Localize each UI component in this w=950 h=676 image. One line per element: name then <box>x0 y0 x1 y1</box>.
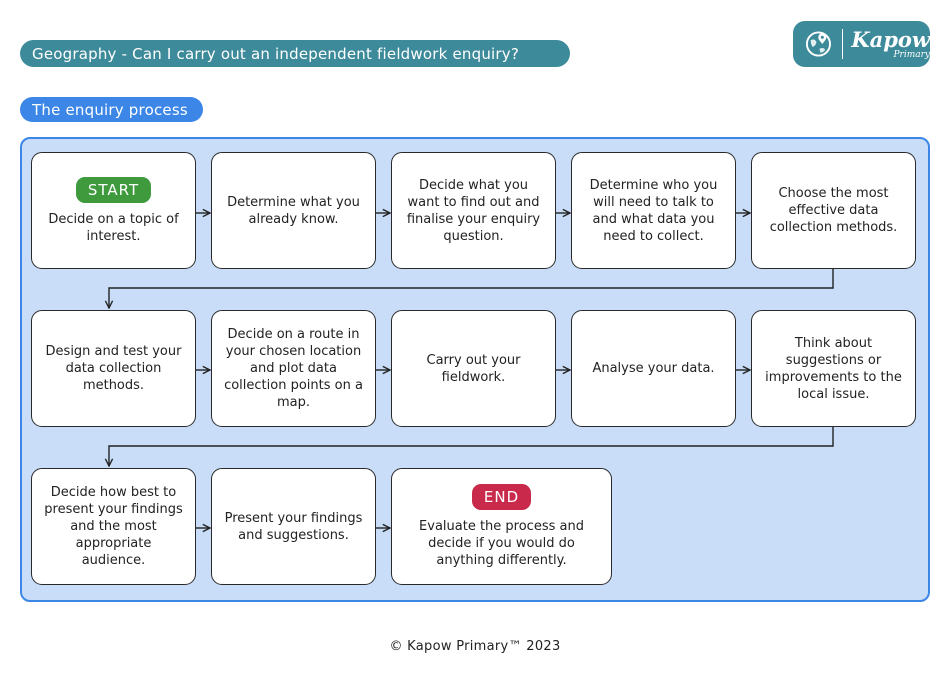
page-title: Geography - Can I carry out an independe… <box>20 40 570 67</box>
step-12: Present your findings and suggestions. <box>211 468 376 585</box>
step-13: END Evaluate the process and decide if y… <box>391 468 612 585</box>
globe-pin-icon <box>805 31 831 57</box>
step-5: Choose the most effective data collectio… <box>751 152 916 269</box>
logo-name: Kapow <box>851 26 930 52</box>
step-text: Decide what you want to find out and fin… <box>406 177 541 244</box>
arrow-5-6 <box>109 269 834 308</box>
copyright-footer: © Kapow Primary™ 2023 <box>389 639 561 654</box>
section-heading: The enquiry process <box>20 97 203 122</box>
step-text: Carry out your fieldwork. <box>426 352 521 385</box>
step-1: START Decide on a topic of interest. <box>31 152 196 269</box>
logo-subname: Primary <box>893 49 930 60</box>
step-9: Analyse your data. <box>571 310 736 427</box>
step-3: Decide what you want to find out and fin… <box>391 152 556 269</box>
step-10: Think about suggestions or improvements … <box>751 310 916 427</box>
step-text: Analyse your data. <box>592 361 715 376</box>
start-badge: START <box>75 176 152 203</box>
step-text: Design and test your data collection met… <box>45 344 182 393</box>
logo-divider <box>841 29 844 59</box>
arrow-10-11 <box>109 427 834 466</box>
step-6: Design and test your data collection met… <box>31 310 196 427</box>
brand-logo: Kapow Primary <box>793 21 930 67</box>
step-text: Decide on a route in your chosen locatio… <box>224 327 363 410</box>
step-text: Present your findings and suggestions. <box>224 510 363 543</box>
step-11: Decide how best to present your findings… <box>31 468 196 585</box>
step-8: Carry out your fieldwork. <box>391 310 556 427</box>
end-badge: END <box>471 484 532 510</box>
step-text: Determine who you will need to talk to a… <box>589 177 718 244</box>
step-text: Decide how best to present your findings… <box>44 485 183 568</box>
step-text: Decide on a topic of interest. <box>48 211 179 244</box>
step-text: Think about suggestions or improvements … <box>765 335 902 402</box>
step-2: Determine what you already know. <box>211 152 376 269</box>
step-7: Decide on a route in your chosen locatio… <box>211 310 376 427</box>
logo-wordmark: Kapow Primary <box>851 29 930 60</box>
step-text: Choose the most effective data collectio… <box>769 186 898 235</box>
step-text: Determine what you already know. <box>227 194 360 227</box>
step-text: Evaluate the process and decide if you w… <box>419 519 584 568</box>
step-4: Determine who you will need to talk to a… <box>571 152 736 269</box>
